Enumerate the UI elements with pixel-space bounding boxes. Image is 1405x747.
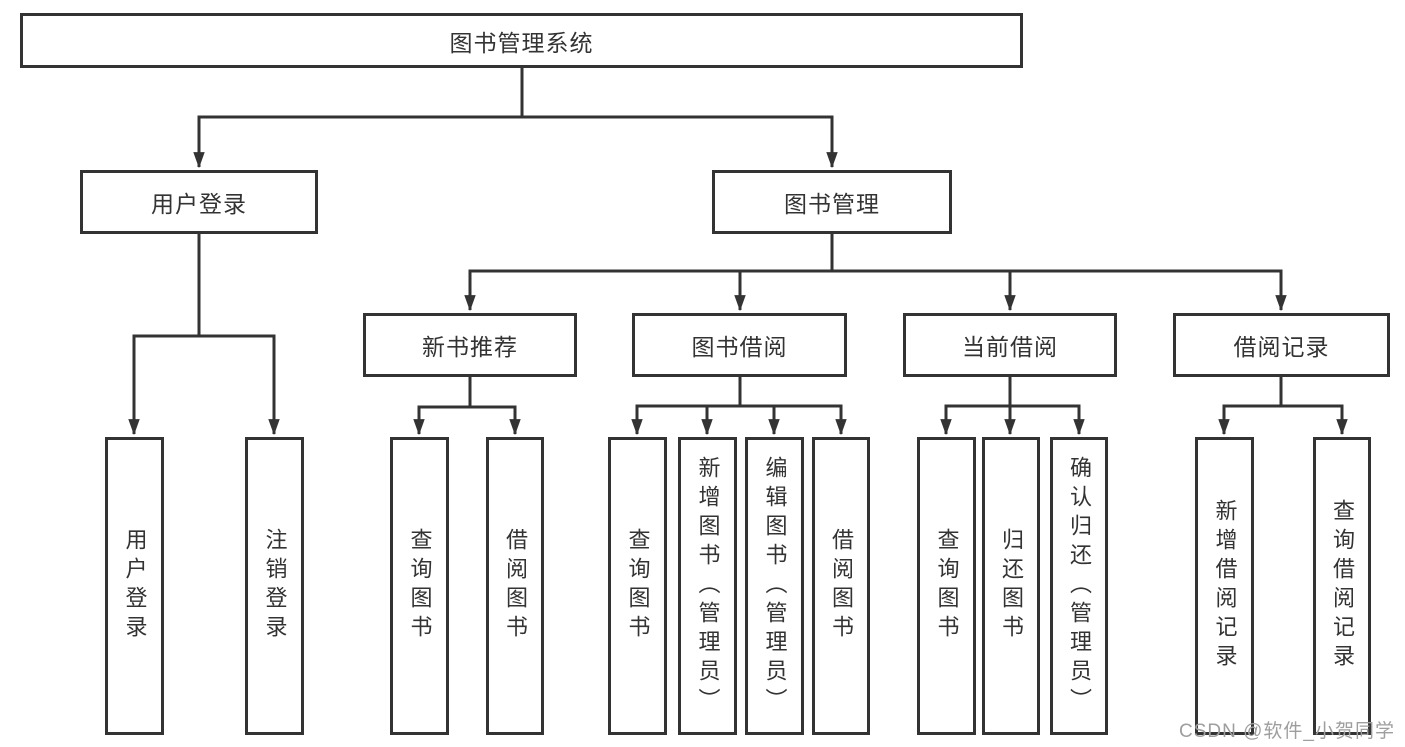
leaf-borrow-books: 借阅图书 bbox=[812, 437, 870, 735]
leaf-query-books-borrow: 查询图书 bbox=[608, 437, 667, 735]
connector-edge bbox=[193, 66, 524, 169]
connector-edge bbox=[940, 377, 1012, 436]
connector-edge bbox=[734, 234, 834, 312]
node-root-library-system: 图书管理系统 bbox=[20, 13, 1023, 68]
connector-edge bbox=[413, 377, 472, 436]
csdn-watermark: CSDN @软件_小贺同学 bbox=[1179, 721, 1395, 742]
leaf-query-books-current: 查询图书 bbox=[917, 437, 976, 735]
leaf-borrow-books-recommend: 借阅图书 bbox=[486, 437, 544, 735]
leaf-logout: 注销登录 bbox=[245, 437, 304, 735]
leaf-add-books-admin: 新增图书（管理员） bbox=[678, 437, 737, 735]
node-new-book-recommend: 新书推荐 bbox=[363, 313, 577, 377]
node-book-management: 图书管理 bbox=[712, 170, 952, 234]
leaf-return-books: 归还图书 bbox=[982, 437, 1040, 735]
leaf-query-books-recommend: 查询图书 bbox=[390, 437, 449, 735]
connector-edge bbox=[701, 377, 742, 436]
connector-edge bbox=[1008, 377, 1085, 436]
node-borrow-records: 借阅记录 bbox=[1173, 313, 1390, 377]
connector-edge bbox=[738, 377, 780, 436]
connector-edge bbox=[128, 234, 201, 436]
connector-edge bbox=[520, 66, 838, 169]
connector-edge bbox=[197, 234, 280, 436]
connector-edge bbox=[830, 234, 1016, 312]
leaf-confirm-return-admin: 确认归还（管理员） bbox=[1050, 437, 1108, 735]
connector-edge bbox=[738, 377, 847, 436]
leaf-user-login: 用户登录 bbox=[105, 437, 164, 735]
connector-edge bbox=[464, 234, 834, 312]
node-current-borrow: 当前借阅 bbox=[903, 313, 1117, 377]
leaf-query-borrow-record: 查询借阅记录 bbox=[1313, 437, 1371, 735]
node-user-login: 用户登录 bbox=[80, 170, 318, 234]
leaf-add-borrow-record: 新增借阅记录 bbox=[1195, 437, 1254, 735]
leaf-edit-books-admin: 编辑图书（管理员） bbox=[745, 437, 804, 735]
node-book-borrow: 图书借阅 bbox=[632, 313, 847, 377]
connector-edge bbox=[1218, 377, 1283, 436]
connector-edge bbox=[631, 377, 742, 436]
connector-edge bbox=[830, 234, 1287, 312]
connector-edge bbox=[468, 377, 521, 436]
connector-edge bbox=[1279, 377, 1348, 436]
